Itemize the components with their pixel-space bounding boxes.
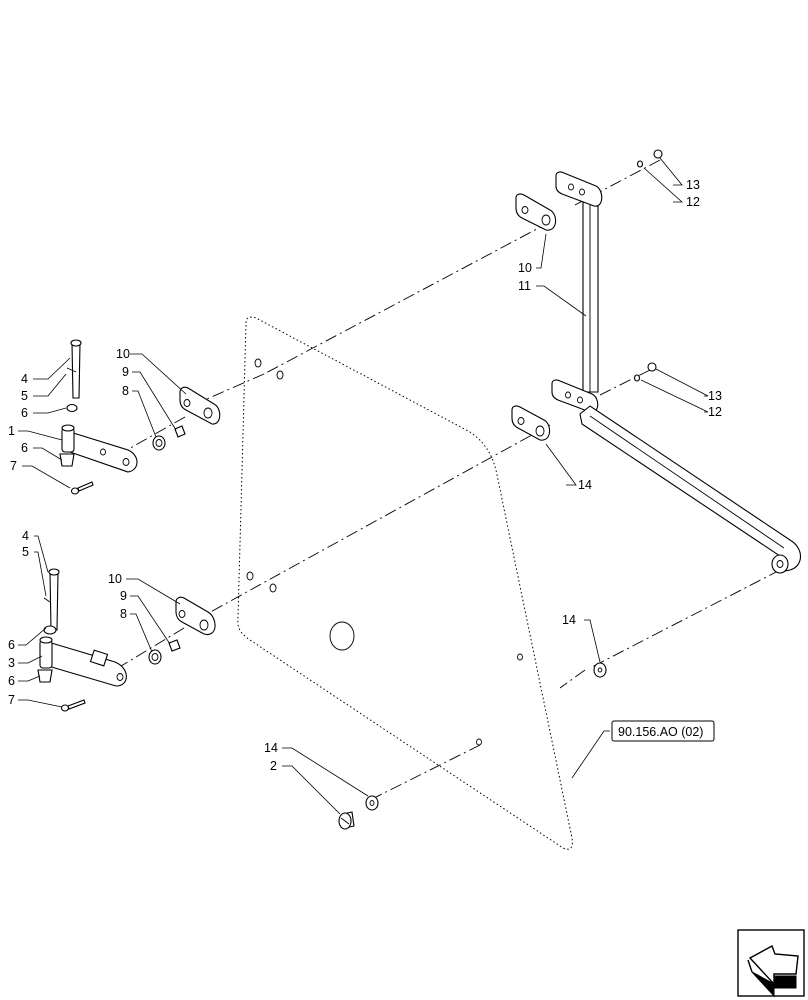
callout-11: 11 (518, 279, 531, 293)
callout-8: 8 (120, 607, 127, 621)
callout-6: 6 (8, 674, 15, 688)
reference-label[interactable]: 90.156.AO (02) (618, 725, 703, 739)
callout-1: 1 (8, 424, 15, 438)
callout-6: 6 (21, 406, 28, 420)
reference-box[interactable]: 90.156.AO (02) (611, 720, 715, 742)
leader-lines (18, 157, 709, 815)
callout-10: 10 (108, 572, 122, 586)
callout-14: 14 (562, 613, 576, 627)
callout-6: 6 (21, 441, 28, 455)
glass-panel (237, 316, 573, 850)
upper-hinge-assembly (59, 339, 221, 495)
callout-13: 13 (708, 389, 722, 403)
callout-4: 4 (21, 372, 28, 386)
callout-10: 10 (518, 261, 532, 275)
lower-hinge-assembly (37, 568, 216, 712)
callout-9: 9 (122, 365, 129, 379)
callout-labels: 4 5 6 1 6 7 10 9 8 4 5 6 3 6 7 10 9 8 10… (8, 178, 722, 773)
callout-4: 4 (22, 529, 29, 543)
callout-7: 7 (8, 693, 15, 707)
callout-5: 5 (21, 389, 28, 403)
callout-12: 12 (708, 405, 722, 419)
callout-2: 2 (270, 759, 277, 773)
callout-10: 10 (116, 347, 130, 361)
callout-3: 3 (8, 656, 15, 670)
strut-frame (511, 149, 802, 678)
callout-13: 13 (686, 178, 700, 192)
next-page-arrow-icon[interactable] (737, 929, 805, 998)
callout-9: 9 (120, 589, 127, 603)
callout-6: 6 (8, 638, 15, 652)
bottom-fastener (338, 795, 379, 830)
callout-12: 12 (686, 195, 700, 209)
callout-5: 5 (22, 545, 29, 559)
callout-8: 8 (122, 384, 129, 398)
callout-14: 14 (264, 741, 278, 755)
callout-14: 14 (578, 478, 592, 492)
callout-7: 7 (10, 459, 17, 473)
